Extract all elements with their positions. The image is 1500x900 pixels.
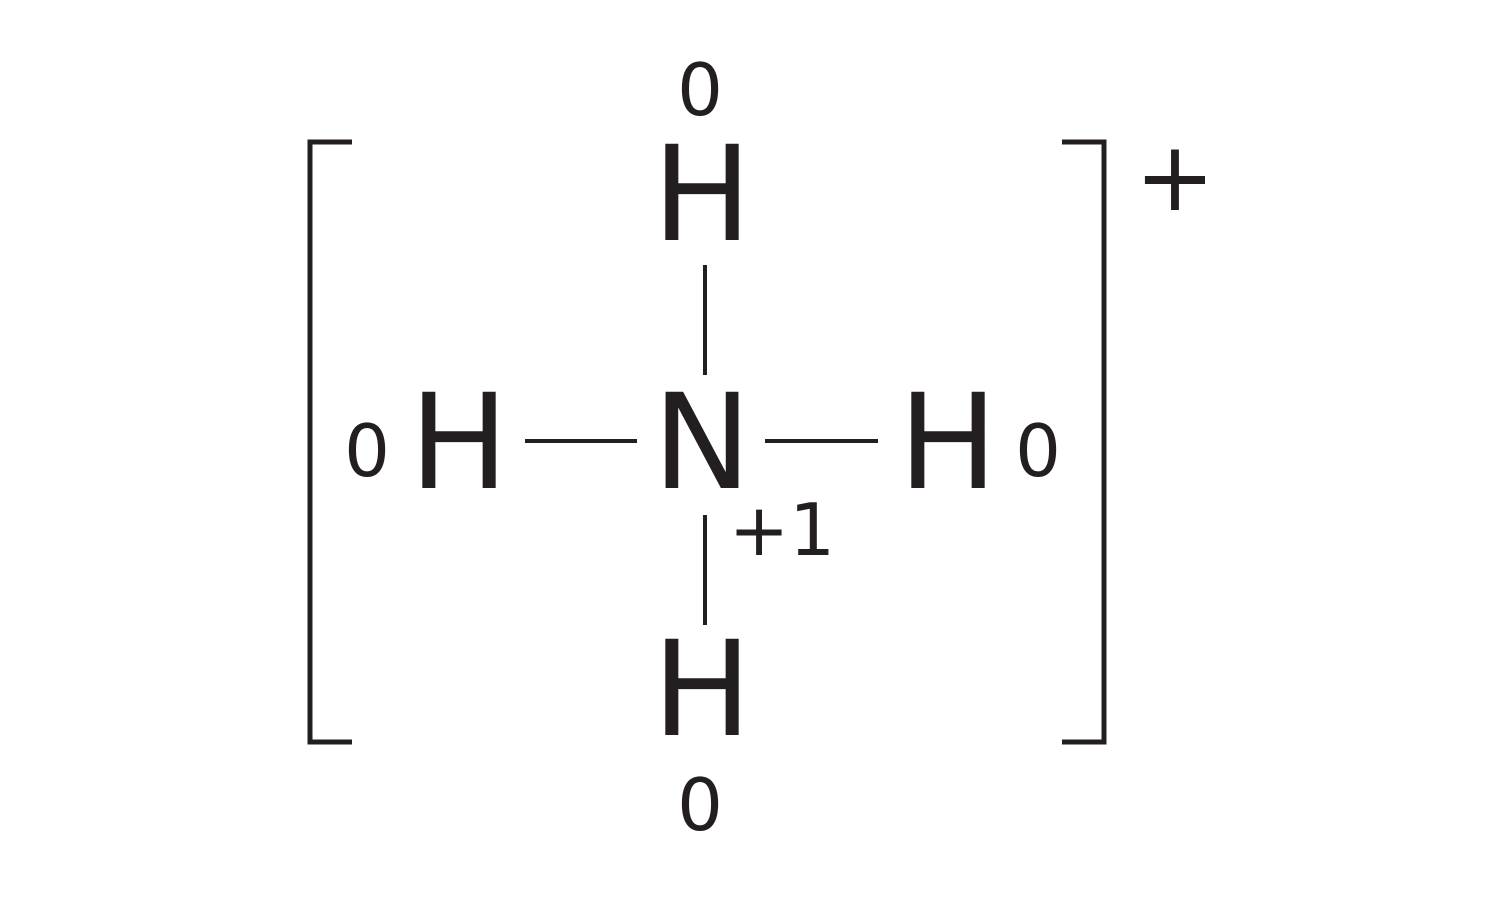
nitrogen-atom: N <box>653 366 752 520</box>
ion-charge-label: + <box>1135 121 1215 233</box>
right-bracket <box>1062 139 1107 745</box>
hydrogen-atom-left: H <box>409 366 508 520</box>
nitrogen-oxidation-state: +1 <box>729 488 835 572</box>
hydrogen-atom-right: H <box>898 366 997 520</box>
hydrogen-left-oxidation-state: 0 <box>344 409 390 493</box>
hydrogen-right-oxidation-state: 0 <box>1015 409 1061 493</box>
hydrogen-atom-top: H <box>652 118 751 272</box>
left-bracket <box>307 139 352 745</box>
hydrogen-atom-bottom: H <box>652 613 751 767</box>
hydrogen-top-oxidation-state: 0 <box>677 48 723 132</box>
hydrogen-bottom-oxidation-state: 0 <box>677 763 723 847</box>
